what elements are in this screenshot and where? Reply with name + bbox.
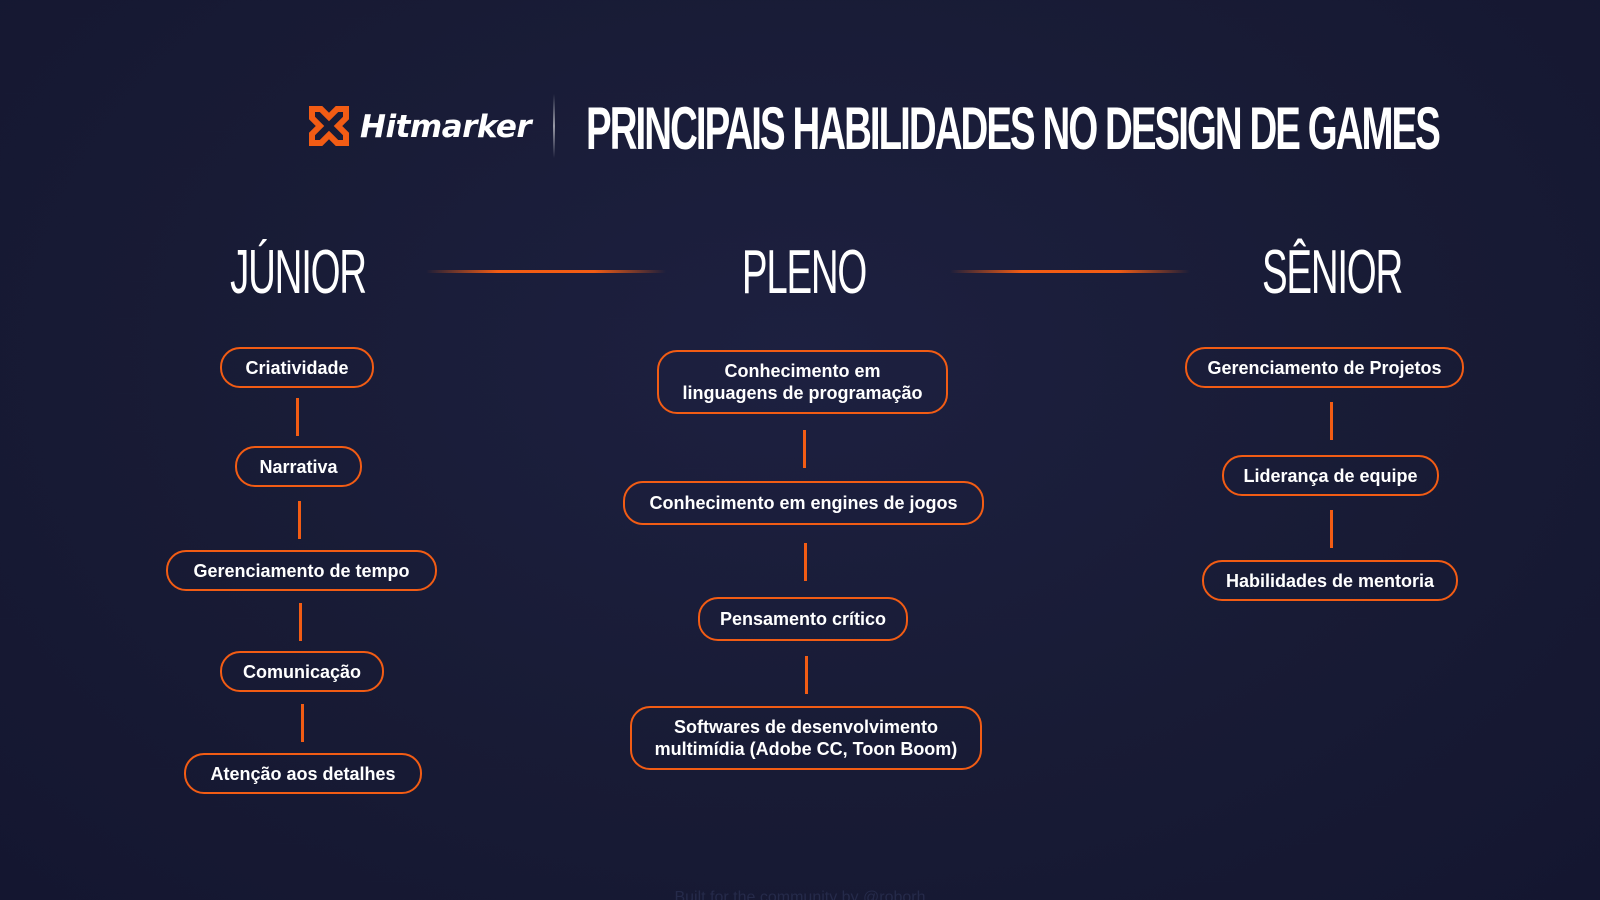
connector-line — [296, 398, 299, 436]
skill-senior-3: Habilidades de mentoria — [1202, 560, 1458, 601]
level-title-senior: SÊNIOR — [1262, 238, 1403, 307]
level-title-pleno: PLENO — [741, 238, 867, 307]
skill-pleno-2: Conhecimento em engines de jogos — [623, 481, 984, 525]
connector-line — [298, 501, 301, 539]
skill-senior-1: Gerenciamento de Projetos — [1185, 347, 1464, 388]
skill-junior-3: Gerenciamento de tempo — [166, 550, 437, 591]
skill-junior-4: Comunicação — [220, 651, 384, 692]
page-title: PRINCIPAIS HABILIDADES NO DESIGN DE GAME… — [586, 95, 1441, 162]
crosshair-logo-icon — [309, 106, 349, 146]
level-connector-pleno-senior — [950, 270, 1190, 273]
connector-line — [1330, 510, 1333, 548]
level-title-junior: JÚNIOR — [230, 238, 367, 307]
level-connector-junior-pleno — [426, 270, 666, 273]
skill-junior-1: Criatividade — [220, 347, 374, 388]
connector-line — [804, 543, 807, 581]
header-divider — [553, 94, 555, 158]
header: Hitmarker PRINCIPAIS HABILIDADES NO DESI… — [0, 88, 1600, 168]
skill-pleno-1: Conhecimento em linguagens de programaçã… — [657, 350, 948, 414]
skill-junior-5: Atenção aos detalhes — [184, 753, 422, 794]
connector-line — [301, 704, 304, 742]
brand-logo-text: Hitmarker — [360, 109, 532, 145]
connector-line — [299, 603, 302, 641]
connector-line — [1330, 402, 1333, 440]
skill-senior-2: Liderança de equipe — [1222, 455, 1439, 496]
connector-line — [805, 656, 808, 694]
footer-credit: Built for the community by @roborh — [674, 889, 926, 900]
skill-junior-2: Narrativa — [235, 446, 362, 487]
skill-pleno-4: Softwares de desenvolvimento multimídia … — [630, 706, 982, 770]
skill-pleno-3: Pensamento crítico — [698, 597, 908, 641]
connector-line — [803, 430, 806, 468]
